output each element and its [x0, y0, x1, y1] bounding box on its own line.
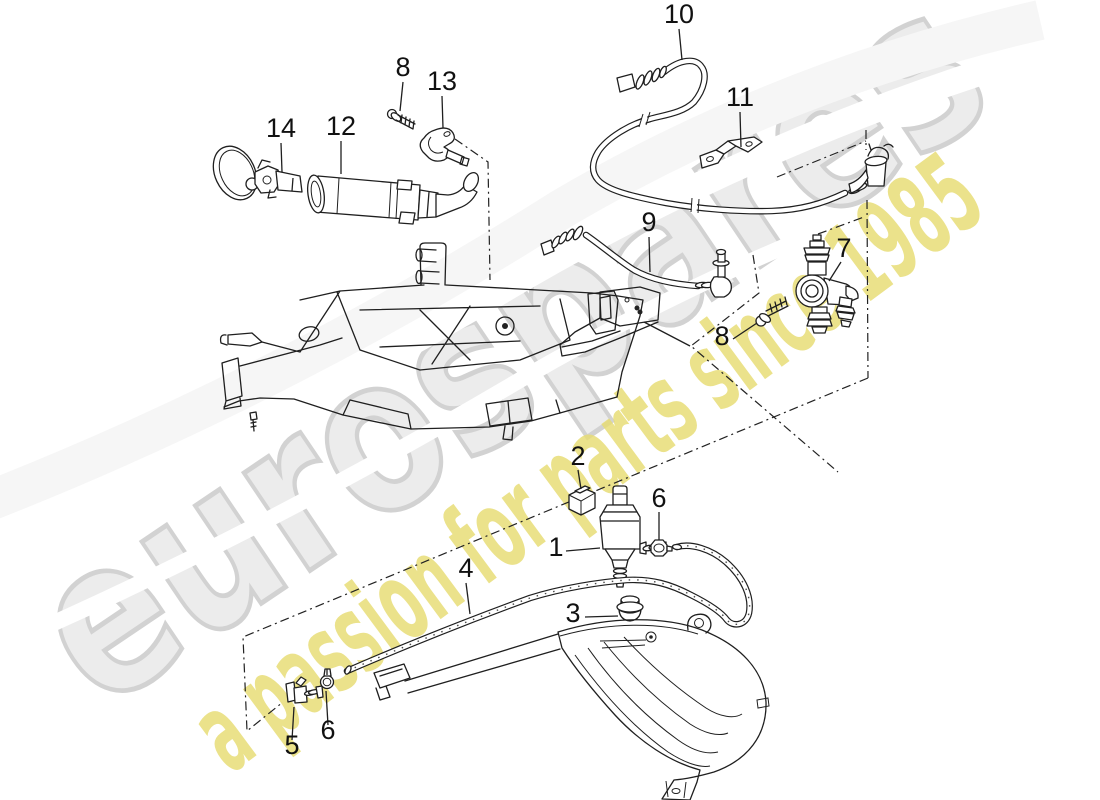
- callout-12: 12: [326, 111, 356, 141]
- assembly-boundary-lines: [242, 130, 869, 733]
- part-subframe-drawing: [219, 242, 644, 441]
- watermark-layer: eurospares a passion for parts since 198…: [0, 0, 1045, 797]
- callout-6-lower: 6: [320, 715, 335, 745]
- callout-4: 4: [458, 553, 473, 583]
- callout-1: 1: [548, 532, 563, 562]
- part-3-grommet-drawing: [616, 595, 644, 622]
- callout-leader-lines: [280, 28, 842, 741]
- part-12-washer-jet-unit-drawing: [306, 172, 480, 225]
- part-5-connector-drawing: [285, 676, 324, 704]
- part-2-clip-drawing: [568, 485, 596, 516]
- callout-3: 3: [565, 598, 580, 628]
- callout-2: 2: [570, 441, 585, 471]
- part-9-hose-drawing: [540, 225, 732, 298]
- callout-13: 13: [427, 66, 457, 96]
- callout-labels: 10 11 8 13 14 12 9 7 8 2 1 6 4 3 5 6: [266, 0, 852, 760]
- swoosh-highlights: [0, 0, 1045, 656]
- part-13-clamp-bracket-drawing: [419, 127, 470, 167]
- part-8-screw-lower-drawing: [755, 296, 789, 327]
- callout-10: 10: [664, 0, 694, 29]
- part-6-clamp-drawing: [319, 668, 335, 690]
- part-mounting-bracket-drawing: [559, 286, 691, 357]
- callout-8-top: 8: [395, 52, 410, 82]
- callout-11: 11: [726, 82, 754, 112]
- callout-6-upper: 6: [651, 483, 666, 513]
- callout-9: 9: [641, 207, 656, 237]
- callout-5: 5: [284, 730, 299, 760]
- part-11-bracket-drawing: [699, 136, 763, 169]
- part-8-screw-top-drawing: [386, 108, 416, 130]
- part-4-hose-drawing: [343, 542, 753, 675]
- part-wheel-arch-liner-drawing: [373, 613, 770, 800]
- callout-14: 14: [266, 113, 296, 143]
- part-7-valve-drawing: [795, 234, 859, 334]
- part-6-plug-drawing: [650, 539, 673, 557]
- part-10-hose-drawing: [589, 57, 849, 215]
- part-14-washer-nozzle-drawing: [212, 145, 303, 201]
- callout-7: 7: [836, 233, 851, 263]
- part-elbow-connector-drawing: [848, 143, 894, 195]
- callout-8-lower: 8: [714, 321, 729, 351]
